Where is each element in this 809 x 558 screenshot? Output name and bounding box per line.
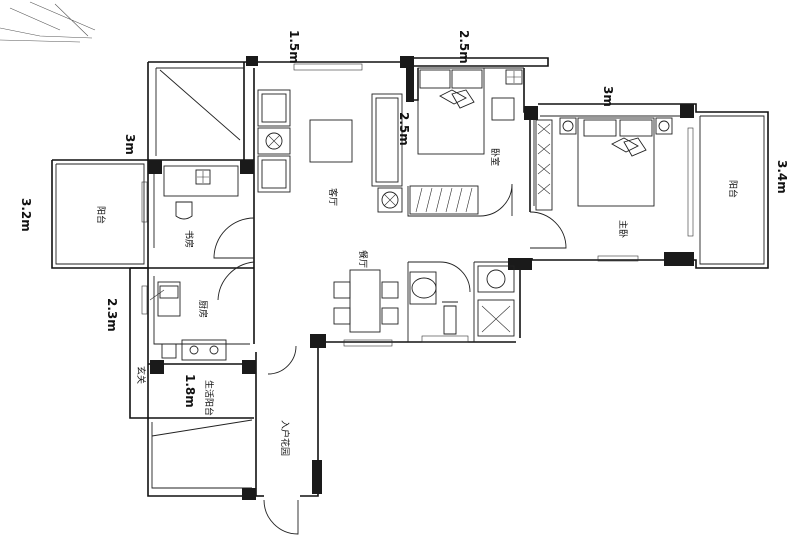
study-dim-note: 3m xyxy=(123,134,137,155)
dining-table xyxy=(333,269,399,333)
handwritten-notes: 3.2m 1.5m 2.5m 3.4m 2.3m 1.8m 3m 3m 2.5m xyxy=(19,30,789,408)
balcony-right-label: 阳台 xyxy=(727,180,739,198)
columns xyxy=(148,56,694,500)
living-dim-note: 2.5m xyxy=(397,112,411,146)
laundry-dim-note: 1.8m xyxy=(183,374,197,408)
top-left-note: 1.5m xyxy=(287,30,301,64)
master-bedroom-furniture xyxy=(535,117,673,211)
entry-hall-label: 入户花园 xyxy=(279,420,291,456)
doors xyxy=(213,183,567,535)
partitions xyxy=(55,67,765,489)
kitchen-label: 厨房 xyxy=(197,300,209,318)
entrance-label: 玄关 xyxy=(135,366,147,384)
balcony-left-label: 阳台 xyxy=(95,206,107,224)
room-labels: 客厅 餐厅 卧室 主卧 书房 厨房 阳台 阳台 生活阳台 玄关 入户花园 xyxy=(95,148,739,456)
bathroom-fixtures xyxy=(409,265,515,337)
corner-sketch xyxy=(0,1,96,43)
kitchen-dim-note: 2.3m xyxy=(105,298,119,332)
bedroom-furniture xyxy=(409,67,523,215)
sofa-set xyxy=(257,89,403,213)
living-room-label: 客厅 xyxy=(327,188,339,206)
right-dim-note: 3.4m xyxy=(775,160,789,194)
bedroom-small-label: 卧室 xyxy=(489,148,501,166)
dining-room-label: 餐厅 xyxy=(357,250,369,268)
top-right-note: 2.5m xyxy=(457,30,471,64)
left-dim-note: 3.2m xyxy=(19,198,33,232)
bed-dim-note: 3m xyxy=(601,86,615,107)
kitchen-fixtures xyxy=(149,281,227,361)
master-bedroom-label: 主卧 xyxy=(617,220,629,238)
study-furniture xyxy=(163,165,239,220)
windows xyxy=(141,63,694,347)
study-label: 书房 xyxy=(183,230,195,248)
outer-walls xyxy=(51,57,769,497)
laundry-balcony-label: 生活阳台 xyxy=(203,380,215,416)
